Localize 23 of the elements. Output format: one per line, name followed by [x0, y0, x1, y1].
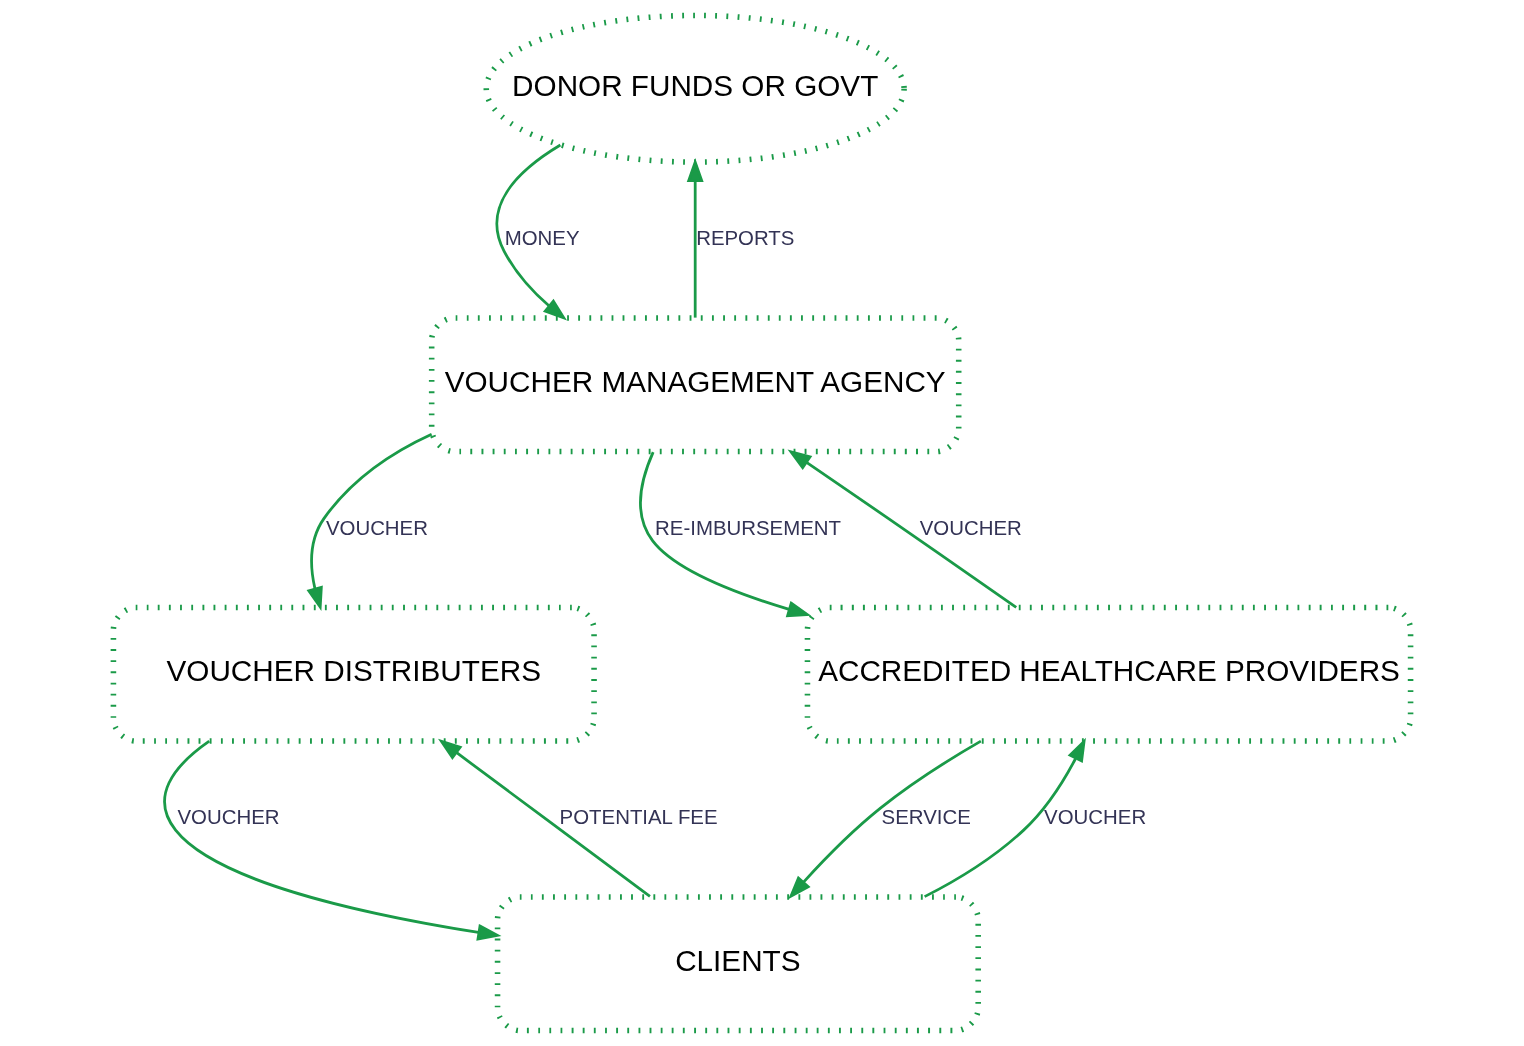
edge-label: VOUCHER [919, 516, 1022, 539]
edge-label: VOUCHER [1044, 806, 1147, 829]
arrow [686, 157, 704, 318]
node-box: VOUCHER DISTRIBUTERS [110, 604, 597, 744]
edge-label: POTENTIAL FEE [559, 806, 718, 829]
node-box: VOUCHER MANAGEMENT AGENCY [428, 315, 962, 455]
arrow [495, 143, 568, 321]
node-ellipse: DONOR FUNDS OR GOVT [483, 12, 907, 165]
arrow [788, 739, 982, 900]
arrow [163, 740, 502, 941]
node-box: CLIENTS [494, 894, 981, 1034]
arrow [438, 738, 651, 898]
edge-label: VOUCHER [177, 806, 280, 829]
edge-label: MONEY [504, 227, 580, 250]
edge-label: REPORTS [696, 227, 795, 250]
edge-label: RE-IMBURSEMENT [655, 516, 842, 539]
arrow [787, 449, 1017, 609]
edge-label: SERVICE [881, 806, 971, 829]
arrow [306, 432, 433, 611]
edge-label: VOUCHER [325, 516, 428, 539]
node-box: ACCREDITED HEALTHCARE PROVIDERS [804, 604, 1414, 744]
arrow [639, 451, 812, 618]
arrow [924, 737, 1086, 898]
